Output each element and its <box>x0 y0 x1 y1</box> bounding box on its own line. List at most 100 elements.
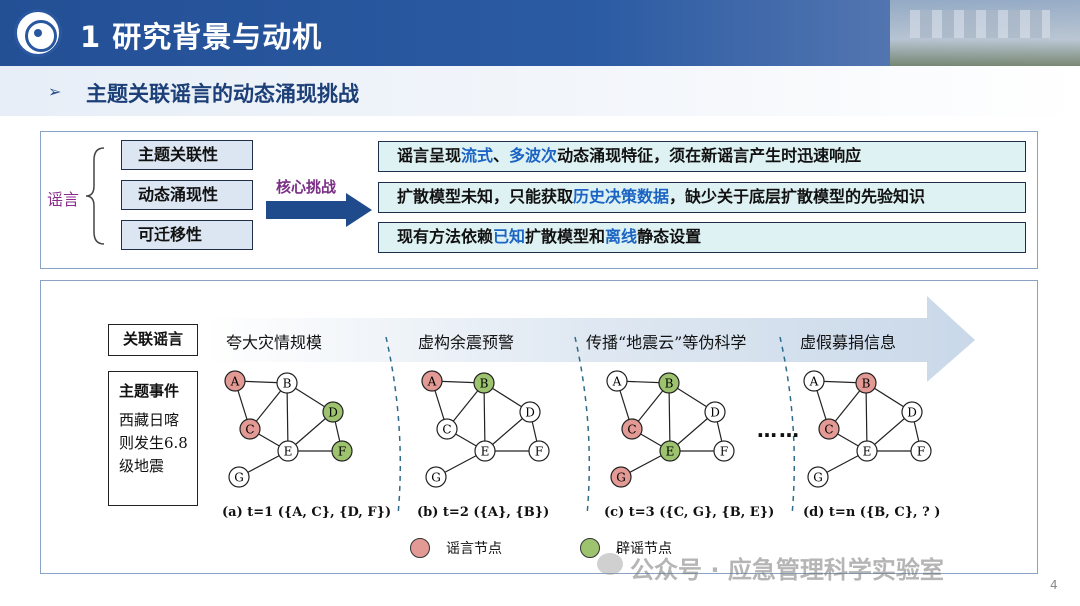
graph-node-label: G <box>431 471 441 485</box>
graph-node-G <box>807 466 829 488</box>
graph-node-label: G <box>616 471 626 485</box>
graph-node-A <box>421 370 443 392</box>
graph-node-F <box>713 440 735 462</box>
divider-2 <box>574 336 591 516</box>
graph-node-G <box>610 466 632 488</box>
rumor-title-4: 虚假募捐信息 <box>800 333 897 352</box>
graph-edge <box>865 382 868 452</box>
property-dynamic-emergence: 动态涌现性 <box>121 180 253 210</box>
wechat-icon <box>597 553 623 575</box>
graph-node-label: E <box>284 445 293 459</box>
brace-icon <box>85 147 105 245</box>
graph-node-label: D <box>710 406 720 420</box>
graph-node-label: C <box>627 423 636 437</box>
graph-node-D <box>704 401 726 423</box>
graph-node-label: A <box>427 375 437 389</box>
graph-node-E <box>659 440 681 462</box>
graph-node-label: A <box>230 375 240 389</box>
graph-node-E <box>277 440 299 462</box>
graph-node-label: A <box>809 375 819 389</box>
graph-2: A B C D E F G <box>421 370 550 488</box>
graph-node-A <box>606 370 628 392</box>
challenge-item-3: 现有方法依赖已知扩散模型和离线静态设置 <box>378 222 1026 253</box>
graph-node-label: B <box>283 377 292 391</box>
graph-node-label: B <box>862 377 871 391</box>
graph-node-E <box>856 440 878 462</box>
graph-node-D <box>519 401 541 423</box>
graph-caption-3: (c) t=3 ({C, G}, {B, E}) <box>604 505 775 520</box>
graph-node-label: B <box>665 377 674 391</box>
graph-node-E <box>474 440 496 462</box>
topic-event-body: 西藏日喀 则发生6.8 级地震 <box>119 411 188 475</box>
graph-node-C <box>818 418 840 440</box>
section-subtitle: 主题关联谣言的动态涌现挑战 <box>86 82 359 106</box>
legend-rumor-label: 谣言节点 <box>446 541 502 557</box>
graph-node-B <box>658 372 680 394</box>
legend-rumor-dot <box>410 538 430 558</box>
graph-node-F <box>528 440 550 462</box>
right-arrow-icon <box>266 193 372 227</box>
divider-1 <box>385 336 402 516</box>
graph-node-A <box>803 370 825 392</box>
graph-caption-4: (d) t=n ({B, C}, ? ) <box>803 505 941 520</box>
graph-node-C <box>436 418 458 440</box>
graph-caption-2: (b) t=2 ({A}, {B}) <box>417 505 550 520</box>
graph-node-B <box>276 372 298 394</box>
graph-node-G <box>228 466 250 488</box>
graph-node-label: D <box>525 406 535 420</box>
campus-building-image <box>890 0 1080 66</box>
topic-event-title: 主题事件 <box>119 382 180 400</box>
rumor-label: 谣言 <box>47 190 80 209</box>
graph-node-D <box>901 401 923 423</box>
related-rumor-label: 关联谣言 <box>108 324 198 356</box>
header-band <box>0 0 1080 66</box>
rumor-title-2: 虚构余震预警 <box>418 333 515 352</box>
graph-node-B <box>473 372 495 394</box>
graph-node-label: E <box>481 445 490 459</box>
graph-node-label: F <box>720 445 728 459</box>
challenge-item-2: 扩散模型未知，只能获取历史决策数据，缺少关于底层扩散模型的先验知识 <box>378 182 1026 213</box>
graph-node-label: A <box>612 375 622 389</box>
graph-node-A <box>224 370 246 392</box>
rumor-title-3: 传播“地震云”等伪科学 <box>586 333 747 352</box>
bullet-arrow-icon: ➢ <box>48 82 62 101</box>
university-logo-icon <box>14 9 62 57</box>
graph-node-C <box>239 418 261 440</box>
property-topic-relevance: 主题关联性 <box>121 140 253 170</box>
page-number: 4 <box>1050 578 1058 592</box>
graph-node-F <box>331 440 353 462</box>
graph-node-label: G <box>813 471 823 485</box>
rumor-title-1: 夸大灾情规模 <box>226 333 323 352</box>
graph-node-label: F <box>535 445 543 459</box>
page-title: 1 研究背景与动机 <box>80 20 323 54</box>
subtitle-band <box>0 66 1080 116</box>
graph-node-label: B <box>480 377 489 391</box>
topic-event-box: 主题事件 西藏日喀 则发生6.8 级地震 <box>108 371 198 506</box>
graph-node-C <box>621 418 643 440</box>
graph-node-label: D <box>907 406 917 420</box>
graph-node-G <box>425 466 447 488</box>
graph-edge <box>483 382 486 452</box>
timeline-arrow-icon <box>205 296 975 382</box>
legend-debunk-label: 辟谣节点 <box>616 541 672 557</box>
graph-3: A B C D E F G <box>606 370 735 488</box>
graph-node-D <box>322 401 344 423</box>
graph-node-label: C <box>442 423 451 437</box>
graph-caption-1: (a) t=1 ({A, C}, {D, F}) <box>222 505 392 520</box>
graph-node-label: E <box>666 445 675 459</box>
graph-node-label: C <box>824 423 833 437</box>
graph-node-label: D <box>328 406 338 420</box>
graph-node-label: F <box>917 445 925 459</box>
graph-node-B <box>855 372 877 394</box>
graph-node-label: C <box>245 423 254 437</box>
divider-3 <box>779 336 796 516</box>
graph-edge <box>668 382 671 452</box>
legend-debunk-dot <box>580 538 600 558</box>
graph-node-F <box>910 440 932 462</box>
challenge-item-1: 谣言呈现流式、多波次动态涌现特征，须在新谣言产生时迅速响应 <box>378 141 1026 172</box>
graph-node-label: F <box>338 445 346 459</box>
graph-edge <box>286 382 289 452</box>
